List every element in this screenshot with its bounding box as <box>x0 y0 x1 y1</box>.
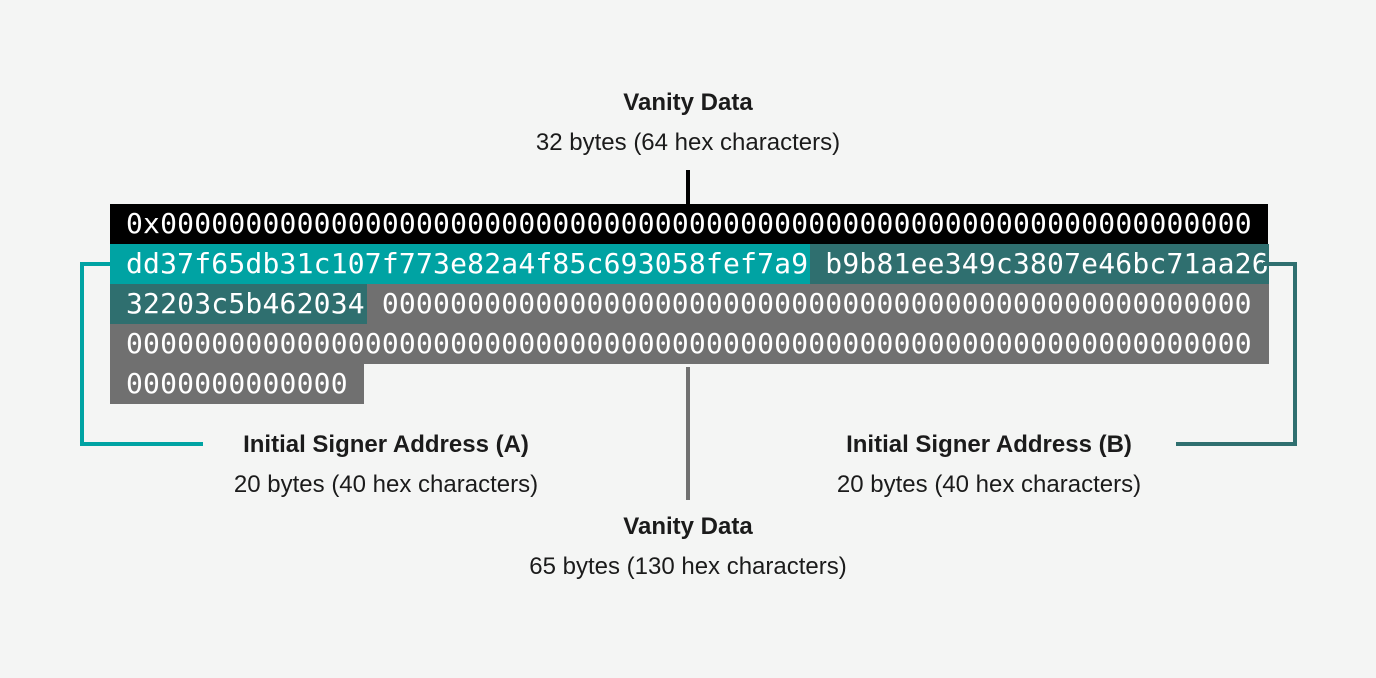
prefix-vanity-segment: 0x00000000000000000000000000000000000000… <box>110 204 1268 244</box>
signer-a-bracket-side <box>80 262 84 446</box>
signer-b-annotation-subtitle: 20 bytes (40 hex characters) <box>836 471 1142 498</box>
bottom-connector-line <box>686 367 690 500</box>
hex-row-2: dd37f65db31c107f773e82a4f85c693058fef7a9… <box>110 244 1269 284</box>
signer-a-bracket-top <box>80 262 110 266</box>
signer-b-bracket-side <box>1293 262 1297 446</box>
signer-a-annotation: Initial Signer Address (A) 20 bytes (40 … <box>234 430 538 500</box>
signer-a-bracket-bottom <box>80 442 203 446</box>
signer-b-annotation: Initial Signer Address (B) 20 bytes (40 … <box>837 430 1141 500</box>
bottom-annotation-subtitle: 65 bytes (130 hex characters) <box>529 553 847 580</box>
top-annotation-title: Vanity Data <box>623 89 753 116</box>
top-annotation-subtitle: 32 bytes (64 hex characters) <box>535 129 841 156</box>
hex-row-1: 0x00000000000000000000000000000000000000… <box>110 204 1269 244</box>
signer-a-segment: dd37f65db31c107f773e82a4f85c693058fef7a9 <box>110 244 811 284</box>
hex-row-4: 0000000000000000000000000000000000000000… <box>110 324 1269 364</box>
signer-b-bracket-bottom <box>1176 442 1297 446</box>
signer-b-segment-part2: 32203c5b462034 <box>110 284 367 324</box>
bottom-annotation-title: Vanity Data <box>623 513 753 540</box>
hex-row-5: 0000000000000 <box>110 364 1269 404</box>
vanity-zeros-segment-2: 0000000000000000000000000000000000000000… <box>110 324 1269 364</box>
top-annotation: Vanity Data 32 bytes (64 hex characters) <box>536 88 840 158</box>
hex-data-block: 0x00000000000000000000000000000000000000… <box>110 204 1269 404</box>
signer-b-annotation-title: Initial Signer Address (B) <box>846 431 1132 458</box>
vanity-zeros-segment-3: 0000000000000 <box>110 364 364 404</box>
signer-a-annotation-title: Initial Signer Address (A) <box>243 431 529 458</box>
signer-b-segment-part1: b9b81ee349c3807e46bc71aa26 <box>810 244 1269 284</box>
hex-row-3: 32203c5b462034 0000000000000000000000000… <box>110 284 1269 324</box>
bottom-annotation: Vanity Data 65 bytes (130 hex characters… <box>529 512 847 582</box>
vanity-zeros-segment-1: 0000000000000000000000000000000000000000… <box>366 284 1269 324</box>
signer-a-annotation-subtitle: 20 bytes (40 hex characters) <box>233 471 539 498</box>
top-connector-line <box>686 170 690 204</box>
signer-b-bracket-top <box>1263 262 1297 266</box>
